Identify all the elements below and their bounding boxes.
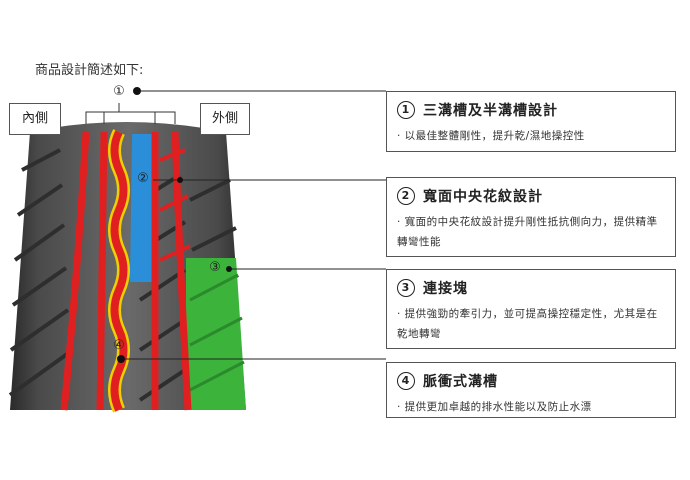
callout-number-3: ③ <box>209 260 221 275</box>
main-grooves <box>60 131 192 411</box>
callout-number-1: ① <box>113 84 125 99</box>
connect-block-highlight <box>186 258 246 410</box>
groove-bracket <box>85 103 176 124</box>
feature-box-3: 3 連接塊 · 提供強勁的牽引力，並可提高操控穩定性，尤其是在乾地轉彎 <box>386 269 676 349</box>
feature-number-2: 2 <box>397 187 415 205</box>
feature-desc-4: · 提供更加卓越的排水性能以及防止水漂 <box>397 401 592 413</box>
intro-text: 商品設計簡述如下: <box>35 63 144 78</box>
feature-desc-1: · 以最佳整體剛性，提升乾/濕地操控性 <box>397 130 585 142</box>
callout-number-2: ② <box>137 171 149 186</box>
feature-box-4: 4 脈衝式溝槽 · 提供更加卓越的排水性能以及防止水漂 <box>386 362 676 418</box>
feature-title-2: 寬面中央花紋設計 <box>423 189 543 205</box>
feature-title-4: 脈衝式溝槽 <box>423 374 498 390</box>
callout-dot-4 <box>117 355 125 363</box>
feature-box-2: 2 寬面中央花紋設計 · 寬面的中央花紋設計提升剛性抵抗側向力，提供精準轉彎性能 <box>386 177 676 257</box>
center-rib-highlight <box>130 134 155 282</box>
feature-number-3: 3 <box>397 279 415 297</box>
inner-side-label: 內側 <box>9 103 61 135</box>
half-grooves <box>159 148 191 262</box>
outer-side-label: 外側 <box>200 103 250 135</box>
callout-number-4: ④ <box>113 338 125 353</box>
feature-desc-2: · 寬面的中央花紋設計提升剛性抵抗側向力，提供精準轉彎性能 <box>397 216 658 248</box>
callout-dot-1 <box>133 87 141 95</box>
leader-lines <box>121 90 386 360</box>
feature-title-1: 三溝槽及半溝槽設計 <box>423 103 558 119</box>
callout-dot-2 <box>177 177 183 183</box>
feature-box-1: 1 三溝槽及半溝槽設計 · 以最佳整體剛性，提升乾/濕地操控性 <box>386 91 676 152</box>
callout-dot-3 <box>226 266 232 272</box>
feature-title-3: 連接塊 <box>423 281 468 297</box>
feature-desc-3: · 提供強勁的牽引力，並可提高操控穩定性，尤其是在乾地轉彎 <box>397 308 658 340</box>
feature-number-1: 1 <box>397 101 415 119</box>
feature-number-4: 4 <box>397 372 415 390</box>
